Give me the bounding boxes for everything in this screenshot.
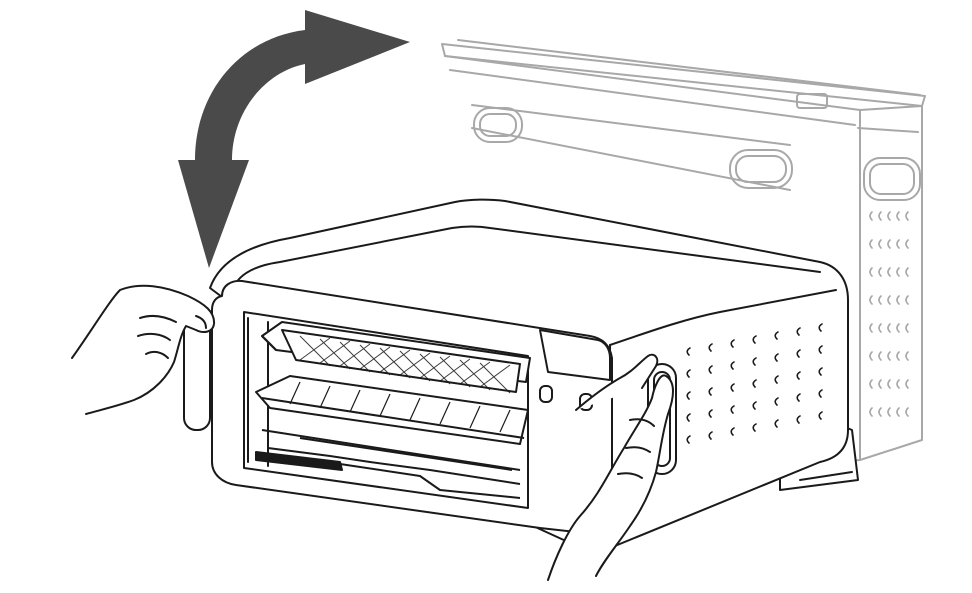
air-fry-basket bbox=[261, 321, 531, 394]
sheet-pan bbox=[255, 375, 529, 445]
ghost-side-vents bbox=[869, 211, 909, 417]
oven-side-edge bbox=[609, 289, 837, 346]
ghost-left-grip bbox=[473, 107, 523, 143]
oven-indicator bbox=[539, 385, 553, 403]
ghost-top-rim bbox=[441, 43, 926, 107]
curved-double-arrow-icon bbox=[178, 10, 410, 268]
crumb-tray bbox=[255, 429, 521, 499]
left-hand bbox=[71, 284, 216, 415]
oven-top-edge bbox=[231, 225, 821, 293]
flipped-down-oven bbox=[209, 198, 859, 553]
oven-side-vents bbox=[686, 323, 823, 444]
arrow-body bbox=[178, 10, 410, 268]
oven-control-strip bbox=[539, 329, 611, 381]
ghost-right-grip bbox=[729, 149, 793, 189]
ghost-side-grip bbox=[863, 157, 921, 201]
right-hand bbox=[547, 353, 674, 581]
ghost-side-panel bbox=[859, 105, 923, 461]
oven-racks bbox=[255, 321, 531, 499]
